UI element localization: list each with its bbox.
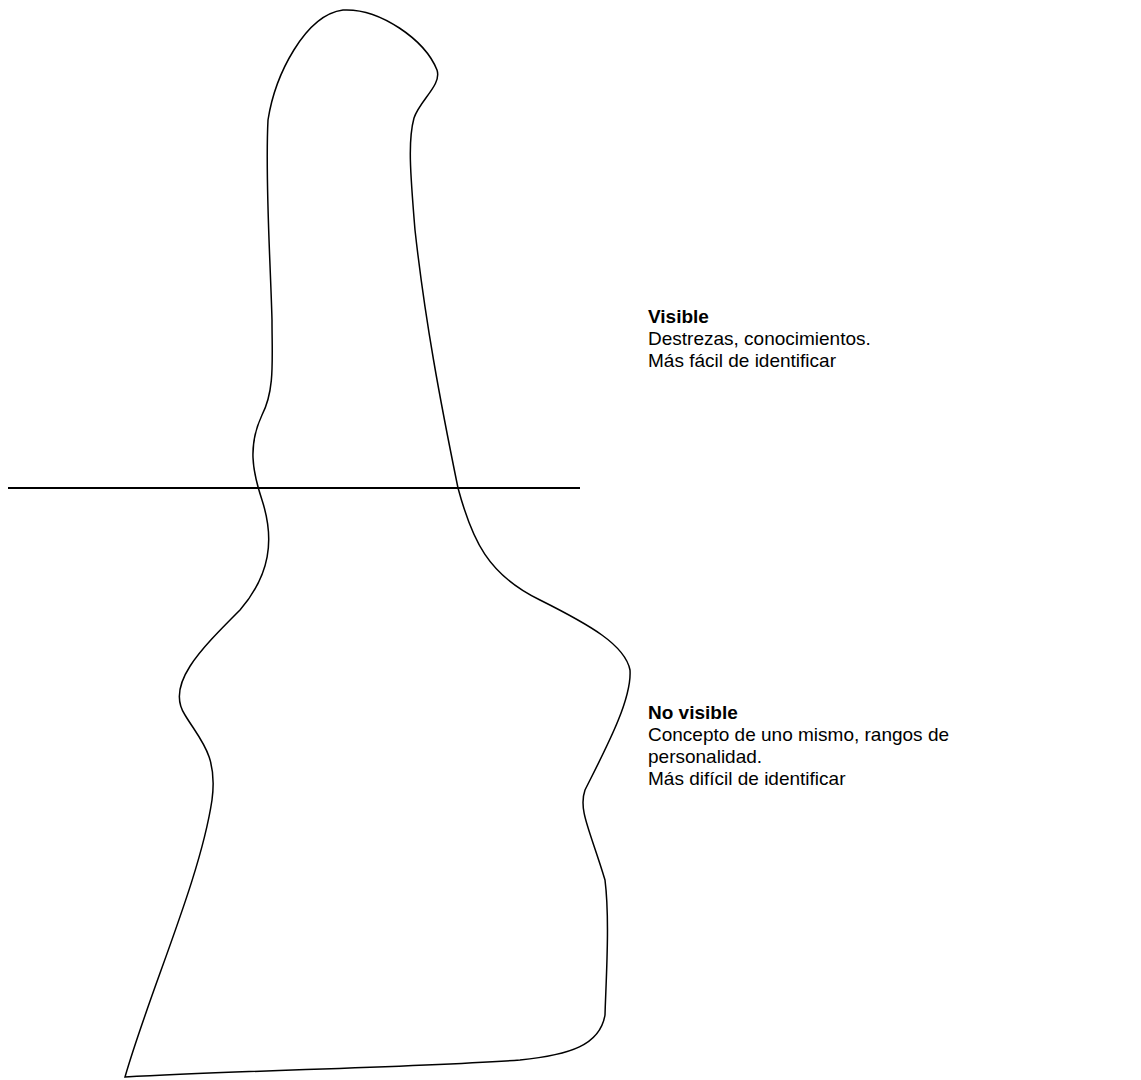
iceberg-outline [125, 10, 630, 1077]
description-text: Más difícil de identificar [648, 768, 1068, 790]
text-block: VisibleDestrezas, conocimientos.Más fáci… [648, 306, 1088, 372]
description-text: Destrezas, conocimientos. [648, 328, 1088, 350]
description-text: Concepto de uno mismo, rangos de persona… [648, 724, 1068, 768]
water-line [8, 487, 580, 489]
section-heading: Visible [648, 306, 1088, 328]
text-block: No visibleConcepto de uno mismo, rangos … [648, 702, 1068, 790]
description-text: Más fácil de identificar [648, 350, 1088, 372]
section-heading: No visible [648, 702, 1068, 724]
